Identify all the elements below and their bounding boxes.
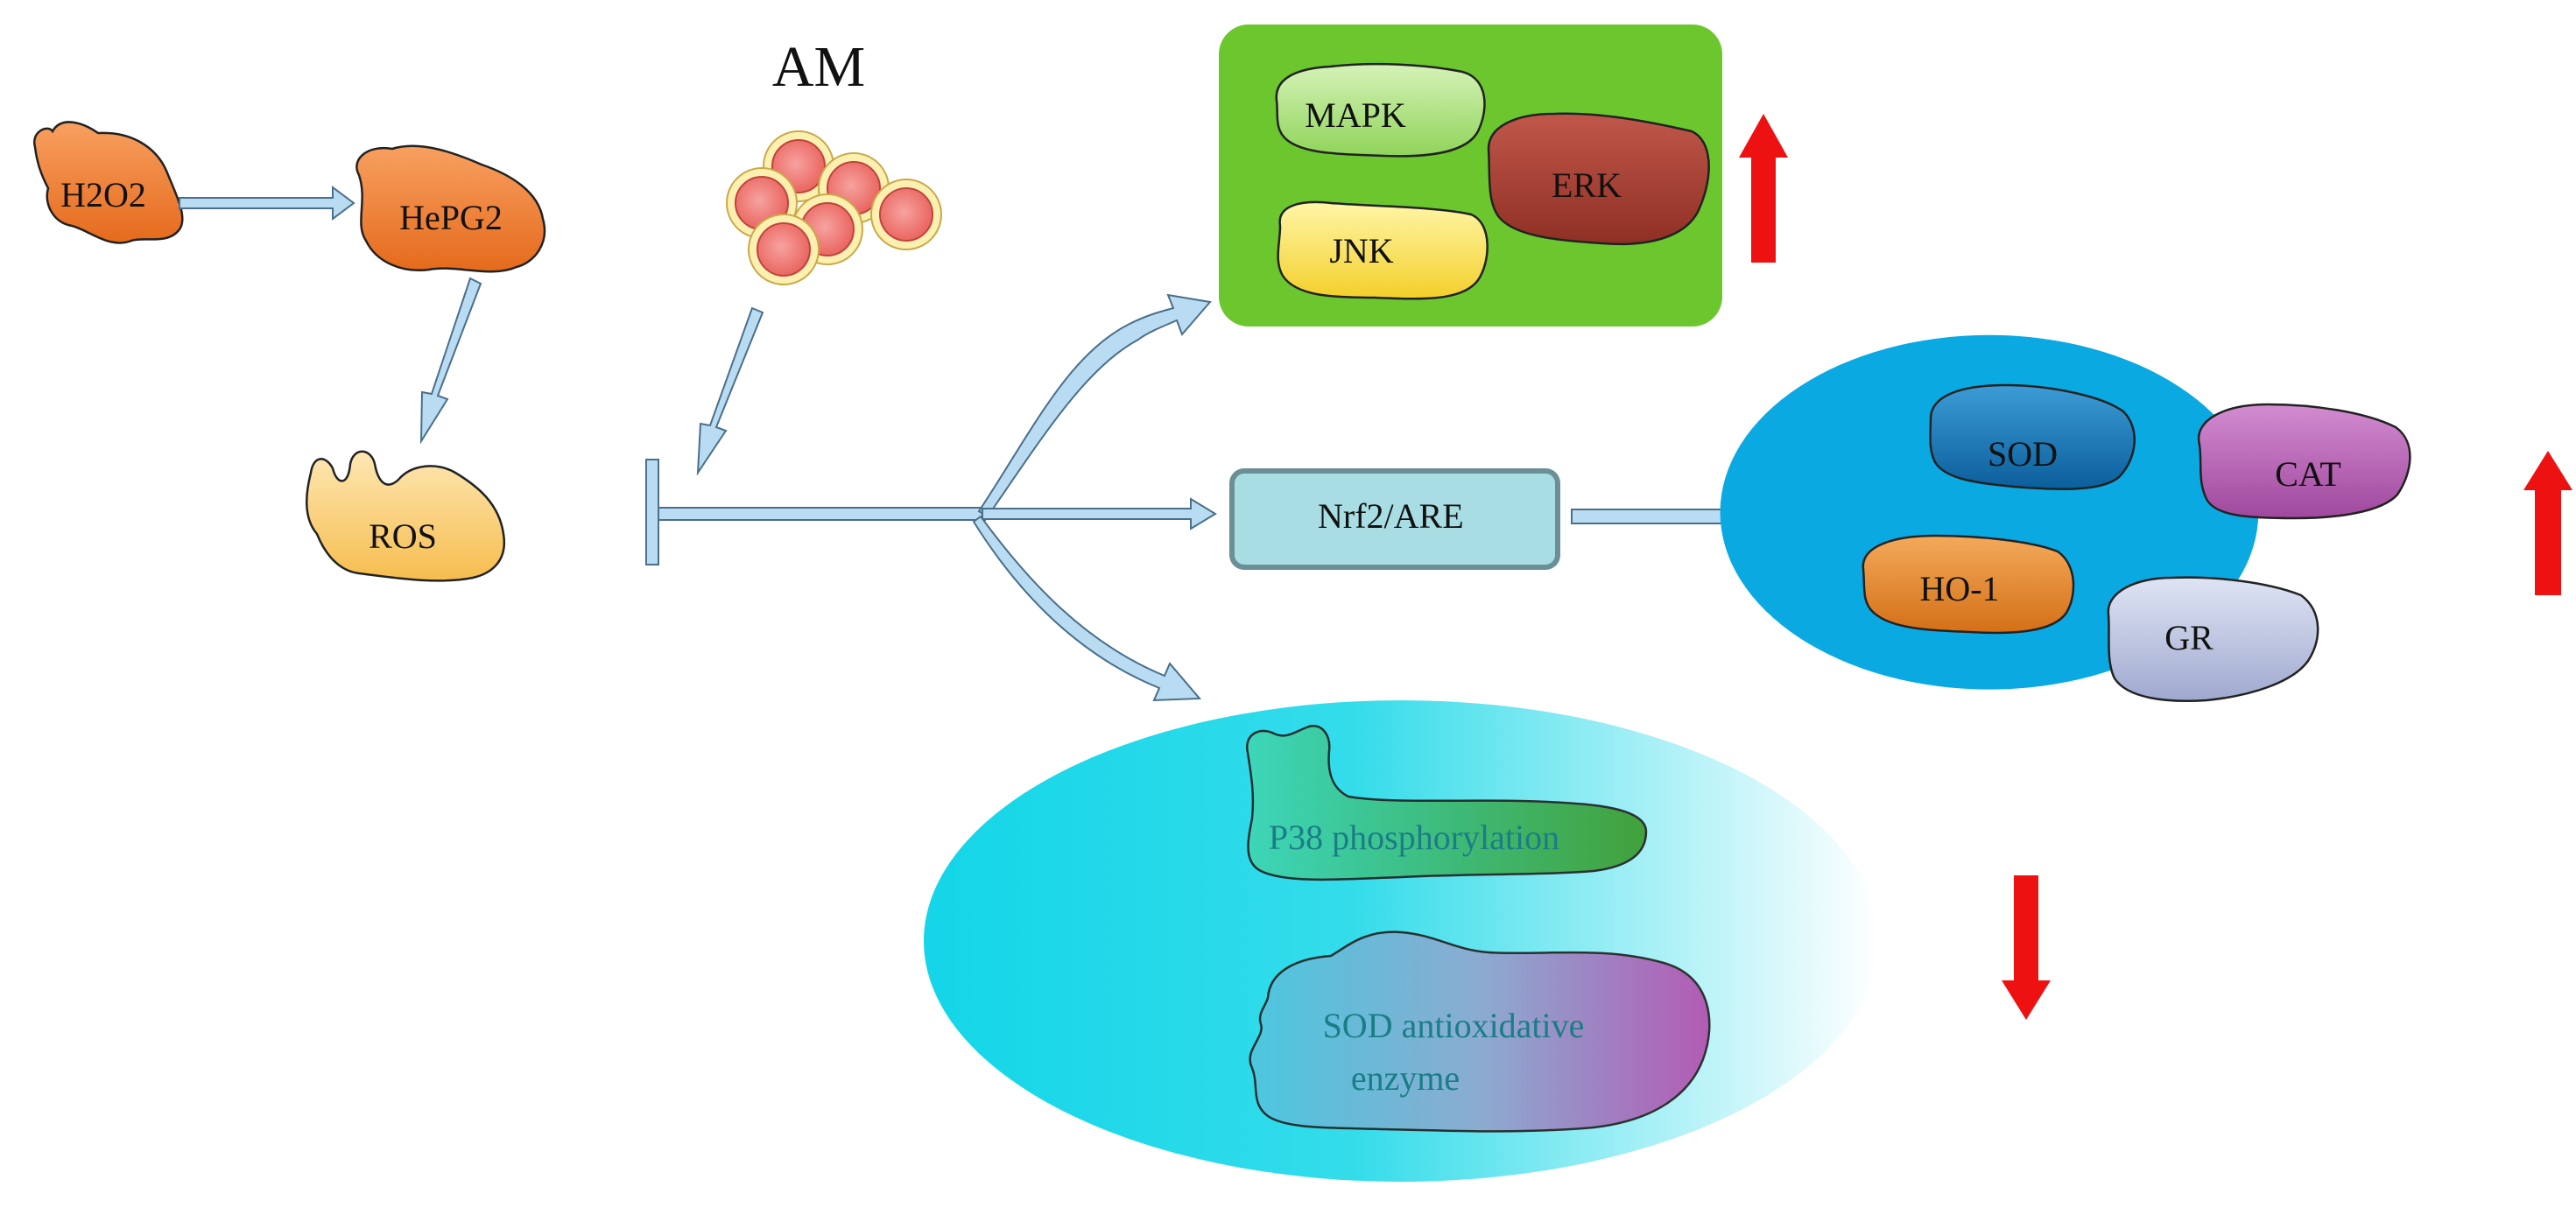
am-to-inhibition-arrow [696, 306, 764, 476]
h2o2-to-hepg2-arrow [179, 186, 355, 221]
am-cell-cluster-icon [726, 130, 942, 285]
antioxidant-enzyme-ellipse: SOD CAT HO-1 GR [1720, 334, 2411, 703]
erk-node: ERK [1487, 112, 1710, 246]
cat-label: CAT [2275, 454, 2341, 494]
erk-label: ERK [1552, 165, 1622, 205]
jnk-node: JNK [1277, 200, 1489, 300]
h2o2-label: H2O2 [60, 175, 146, 214]
gr-node: GR [2107, 576, 2319, 703]
ros-label: ROS [369, 516, 437, 556]
ho-1-label: HO-1 [1919, 569, 1999, 608]
am-label: AM [772, 35, 865, 99]
branch-to-nrf2-arrow [982, 497, 1217, 530]
sod-antioxidative-label-line2: enzyme [1351, 1058, 1460, 1098]
hepg2-node: HePG2 [355, 144, 545, 273]
sod-node: SOD [1929, 383, 2136, 490]
nrf2-are-box: Nrf2/ARE [1229, 468, 1560, 570]
sod-antioxidative-enzyme-node: SOD antioxidative enzyme [1249, 931, 1711, 1133]
mapk-pathway-box: MAPK ERK JNK [1219, 25, 1722, 327]
cat-node: CAT [2197, 403, 2411, 520]
gr-label: GR [2164, 618, 2214, 657]
antioxidant-up-arrow [2523, 451, 2572, 595]
jnk-label: JNK [1329, 231, 1393, 270]
h2o2-node: H2O2 [32, 121, 184, 244]
nrf2-are-label: Nrf2/ARE [1318, 496, 1464, 536]
inhibition-bar [645, 459, 986, 565]
p38-phosphorylation-label: P38 phosphorylation [1269, 818, 1559, 857]
sod-label: SOD [1988, 434, 2058, 474]
branch-to-mapk-arrow [977, 293, 1212, 518]
p38-down-arrow [2002, 875, 2051, 1020]
mapk-up-arrow [1739, 114, 1788, 263]
hepg2-to-ros-arrow [419, 277, 482, 445]
ho-1-node: HO-1 [1862, 534, 2075, 635]
ros-node: ROS [306, 450, 506, 582]
hepg2-label: HePG2 [399, 198, 503, 237]
p38-phosphorylation-node: P38 phosphorylation [1245, 725, 1648, 881]
mapk-node: MAPK [1275, 62, 1486, 158]
sod-antioxidative-label-line1: SOD antioxidative [1323, 1006, 1585, 1045]
p38-ellipse: P38 phosphorylation SOD antioxidative en… [924, 700, 1878, 1182]
branch-to-p38-arrow [972, 515, 1202, 702]
mapk-label: MAPK [1305, 95, 1406, 135]
